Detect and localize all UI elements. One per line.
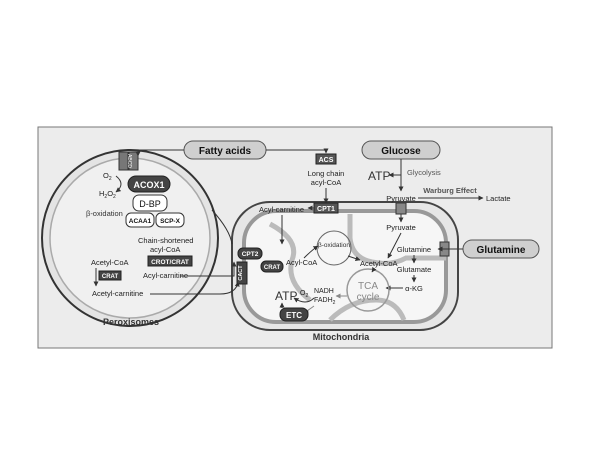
- cpt1-box: CPT1: [313, 202, 339, 214]
- arrow-acetylcoa-to-tca: [371, 266, 377, 273]
- long-chain-label-2: acyl-CoA: [311, 178, 341, 187]
- dbp-box: D-BP: [132, 194, 168, 212]
- acaa1-label: ACAA1: [129, 218, 152, 225]
- arrow-fatty-acids-to-peroxisome: [135, 149, 184, 157]
- chain-shortened-1: Chain-shortened: [138, 236, 193, 245]
- crat-perox-label: CRAT: [102, 274, 119, 280]
- acyl-carnitine-perox: Acyl-carnitine: [143, 271, 188, 280]
- glutamine-box: Glutamine: [462, 239, 540, 259]
- arrow-fatty-acids-to-acs: [266, 148, 329, 154]
- crot-crat-label: CROT/CRAT: [151, 259, 189, 266]
- chain-shortened-2: acyl-CoA: [150, 245, 180, 254]
- atp-mito: ATP: [275, 289, 297, 303]
- arrow-acylcarnitine-to-cpt2: [180, 261, 237, 277]
- acetyl-coa-perox: Acetyl-CoA: [91, 258, 129, 267]
- nadh-label: NADH: [314, 288, 334, 295]
- arrow-o2-curve: [293, 297, 315, 303]
- glutamine-mito: Glutamine: [397, 245, 431, 254]
- atp-top: ATP: [368, 169, 390, 183]
- abcd-transporter: ABCD: [118, 151, 139, 171]
- acetyl-carnitine: Acetyl-carnitine: [92, 289, 143, 298]
- beta-ox-perox: β-oxidation: [86, 209, 123, 218]
- crot-crat-box: CROT/CRAT: [147, 255, 193, 267]
- arrow-o2-h2o2: [115, 175, 122, 193]
- lactate-label: Lactate: [486, 194, 511, 203]
- acetyl-coa-mito: Acetyl-CoA: [360, 259, 398, 268]
- mitochondrion: [231, 201, 459, 331]
- fatty-acids-label: Fatty acids: [199, 146, 252, 157]
- arrow-acylcoa-into-beta: [303, 245, 319, 259]
- beta-ox-mito: β-oxidation: [318, 242, 350, 249]
- mitochondria-title: Mitochondria: [313, 332, 370, 342]
- glutamate-label: Glutamate: [397, 265, 432, 274]
- etc-box: ETC: [279, 307, 309, 322]
- pyruvate-carrier: [395, 202, 407, 215]
- tca-cycle: TCA cycle: [346, 268, 390, 312]
- cpt2-label: CPT2: [242, 251, 259, 258]
- acox1-label: ACOX1: [133, 180, 164, 190]
- acs-label: ACS: [319, 157, 334, 164]
- peroxisomes-title: Peroxisomes: [103, 317, 159, 327]
- scpx-box: SCP-X: [155, 212, 185, 228]
- o2-mito: O2: [300, 290, 308, 299]
- pyruvate-mito: Pyruvate: [386, 223, 416, 232]
- tca-label-2: cycle: [357, 292, 380, 303]
- fadh2-label: FADH2: [314, 297, 336, 306]
- arrow-beta-to-acetylcoa: [347, 255, 361, 261]
- tca-label-1: TCA: [358, 281, 378, 292]
- long-chain-label-1: Long chain: [308, 169, 345, 178]
- cact-box: CACT: [236, 261, 248, 285]
- acyl-coa-mito: Acyl-CoA: [286, 258, 317, 267]
- glucose-box: Glucose: [361, 140, 441, 160]
- akg-label: α-KG: [405, 284, 423, 293]
- arrow-acylcarnitine-perox-out: [211, 209, 233, 245]
- glycolysis-label: Glycolysis: [407, 168, 441, 177]
- acs-box: ACS: [315, 153, 337, 165]
- abcd-label: ABCD: [126, 154, 132, 168]
- glutamine-box-label: Glutamine: [477, 245, 526, 256]
- crat-perox-box: CRAT: [98, 270, 122, 281]
- pyruvate-top: Pyruvate: [386, 194, 416, 203]
- peroxisome: ABCD: [41, 149, 219, 327]
- acyl-carnitine-mito: Acyl-carnitine: [259, 205, 304, 214]
- crat-mito-box: CRAT: [260, 260, 284, 273]
- acaa1-box: ACAA1: [125, 212, 155, 228]
- cpt2-box: CPT2: [237, 247, 263, 260]
- fatty-acids-box: Fatty acids: [183, 140, 267, 160]
- h2o2-perox: H2O2: [99, 189, 116, 200]
- etc-label: ETC: [286, 311, 302, 320]
- warburg-label: Warburg Effect: [423, 186, 477, 195]
- cact-label: CACT: [238, 265, 244, 281]
- arrow-pyruvate-to-acetylcoa: [387, 232, 402, 259]
- dbp-label: D-BP: [139, 199, 161, 209]
- o2-perox: O2: [103, 171, 112, 182]
- scpx-label: SCP-X: [160, 218, 181, 225]
- crat-mito-label: CRAT: [264, 265, 281, 271]
- cpt1-label: CPT1: [317, 206, 335, 213]
- glucose-label: Glucose: [381, 146, 421, 157]
- acox1-box: ACOX1: [127, 175, 171, 193]
